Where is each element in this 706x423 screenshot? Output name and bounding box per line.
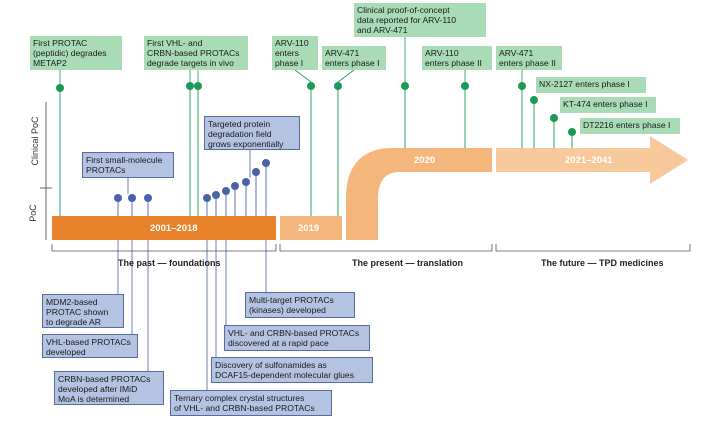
milestone-first-protac: First PROTAC (peptidic) degrades METAP2: [30, 36, 122, 70]
event-mdm2-protac: MDM2-based PROTAC shown to degrade AR: [42, 294, 124, 328]
event-vhl-crbn-rapid: VHL- and CRBN-based PROTACs discovered a…: [224, 325, 370, 351]
milestone-dt2216: DT2216 enters phase I: [580, 118, 680, 134]
pin-arv471-phase2-dot: [518, 82, 526, 90]
milestone-arv110-phase2: ARV-110 enters phase II: [422, 46, 492, 70]
axis-label-clinical-poc: Clinical PoC: [30, 116, 40, 166]
milestone-nx2127: NX-2127 enters phase I: [536, 77, 646, 93]
event-first-small-molecule: First small-molecule PROTACs: [82, 152, 174, 178]
milestone-arv471-phase2: ARV-471 enters phase II: [496, 46, 562, 70]
era-bracket-future: [495, 244, 691, 252]
pin-clinical-poc-dot: [401, 82, 409, 90]
pin-tpd-7-dot: [262, 159, 270, 167]
bar-label-past: 2001–2018: [150, 223, 198, 234]
era-bracket-present: [279, 244, 493, 252]
era-label-future: The future — TPD medicines: [541, 258, 664, 268]
bar-2019: [280, 216, 342, 240]
pin-vhl-crbn-invivo-b-dot: [194, 82, 202, 90]
bar-future: [496, 136, 688, 184]
event-sulfonamides: Discovery of sulfonamides as DCAF15-depe…: [211, 357, 373, 383]
bar-2020: [346, 148, 492, 240]
milestone-kt474: KT-474 enters phase I: [560, 97, 656, 113]
pin-arv110-phase2-dot: [461, 82, 469, 90]
pin-small-molecule-b-dot: [128, 194, 136, 202]
green-connector-3: [294, 69, 312, 83]
milestone-arv110-phase1: ARV-110 enters phase I: [272, 36, 318, 70]
pin-small-molecule-a-dot: [114, 194, 122, 202]
event-multi-target: Multi-target PROTACs (kinases) developed: [245, 292, 355, 318]
milestone-vhl-crbn-invivo: First VHL- and CRBN-based PROTACs degrad…: [144, 36, 248, 70]
pin-arv110-phase1-dot: [307, 82, 315, 90]
pin-tpd-6-dot: [252, 168, 260, 176]
event-tpd-field-grows: Targeted protein degradation field grows…: [204, 116, 300, 150]
era-label-present: The present — translation: [352, 258, 464, 268]
bar-label-2020: 2020: [414, 155, 436, 166]
era-bracket-past: [51, 244, 277, 252]
event-vhl-based-protacs: VHL-based PROTACs developed: [42, 334, 138, 358]
bar-label-2019: 2019: [298, 223, 320, 234]
era-label-past: The past — foundations: [118, 258, 221, 268]
pin-kt474-dot: [550, 114, 558, 122]
axis-label-poc: PoC: [28, 204, 38, 222]
event-crbn-based-protacs: CRBN-based PROTACs developed after IMiD …: [54, 371, 164, 405]
pin-tpd-2-dot: [212, 191, 220, 199]
milestone-clinical-poc: Clinical proof-of-concept data reported …: [354, 3, 486, 37]
pin-dt2216-dot: [568, 128, 576, 136]
event-ternary-complex: Ternary complex crystal structures of VH…: [170, 390, 332, 416]
pin-tpd-5-dot: [242, 178, 250, 186]
pin-first-protac-dot: [56, 84, 64, 92]
pin-tpd-3-dot: [222, 187, 230, 195]
pin-tpd-4-dot: [231, 182, 239, 190]
bar-past: [52, 216, 276, 240]
milestone-arv471-phase1: ARV-471 enters phase I: [322, 46, 386, 70]
pin-arv471-phase1-dot: [334, 82, 342, 90]
pin-vhl-crbn-invivo-a-dot: [186, 82, 194, 90]
pin-small-molecule-c-dot: [144, 194, 152, 202]
pin-nx2127-dot: [530, 96, 538, 104]
green-connector-4: [337, 69, 355, 83]
bar-label-future: 2021–2041: [565, 155, 613, 166]
pin-tpd-1-dot: [203, 194, 211, 202]
